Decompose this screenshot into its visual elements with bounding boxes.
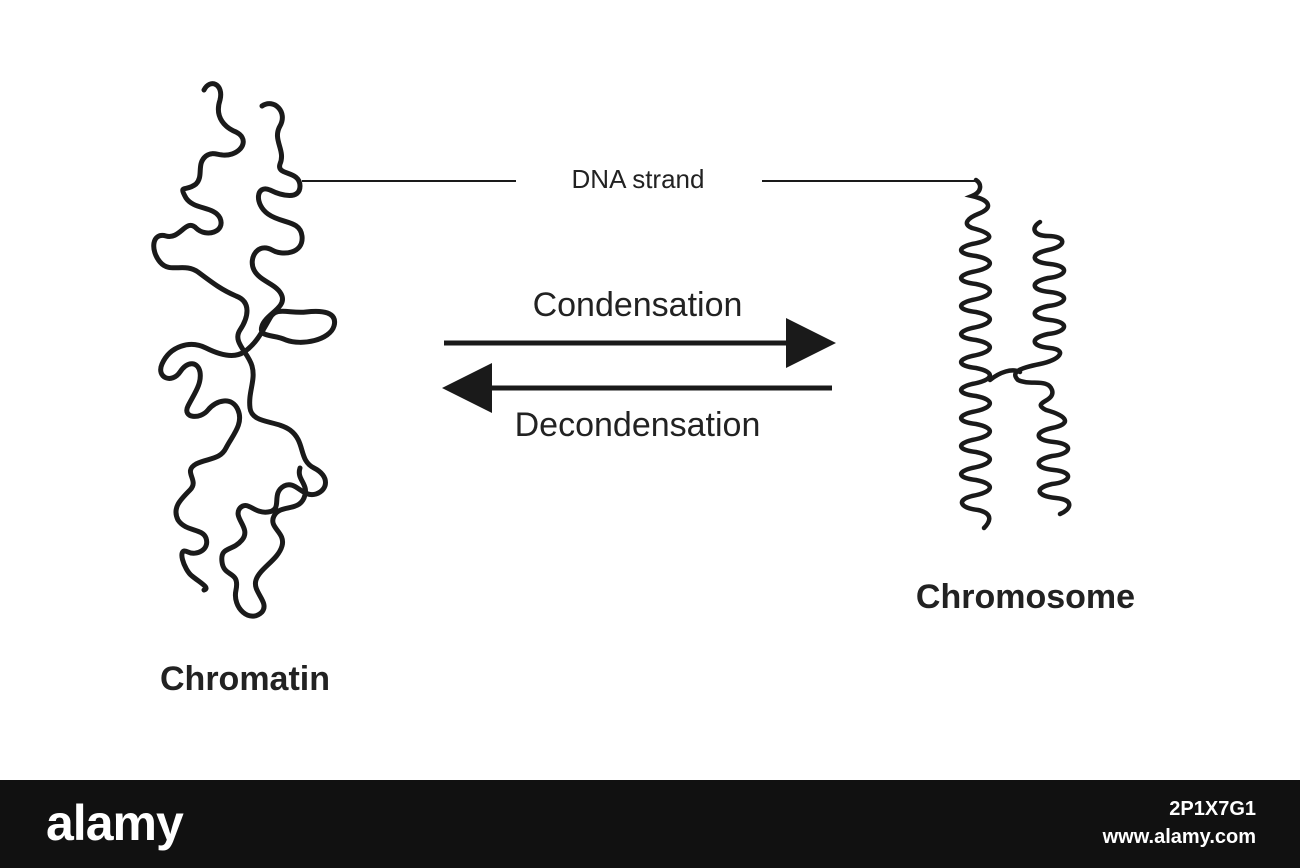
chromosome-left-chromatid xyxy=(959,177,992,531)
chromosome-right-chromatid xyxy=(1013,219,1072,517)
watermark-footer: alamy 2P1X7G1 www.alamy.com xyxy=(0,780,1300,868)
diagram-canvas: DNA strand Condensation Decondensation C… xyxy=(151,81,1136,698)
chromatin-strand xyxy=(151,81,338,619)
dna-strand-label: DNA strand xyxy=(571,164,705,194)
decondensation-label: Decondensation xyxy=(514,406,761,444)
brand-logo: alamy xyxy=(46,795,184,851)
diagram-svg xyxy=(151,81,1072,619)
chromosome-centromere xyxy=(987,368,1023,383)
site-url: www.alamy.com xyxy=(1102,826,1256,848)
condensation-label: Condensation xyxy=(532,286,743,324)
chromatin-label: Chromatin xyxy=(160,660,330,698)
image-id: 2P1X7G1 xyxy=(1169,798,1256,820)
chromosome-label: Chromosome xyxy=(915,578,1136,616)
